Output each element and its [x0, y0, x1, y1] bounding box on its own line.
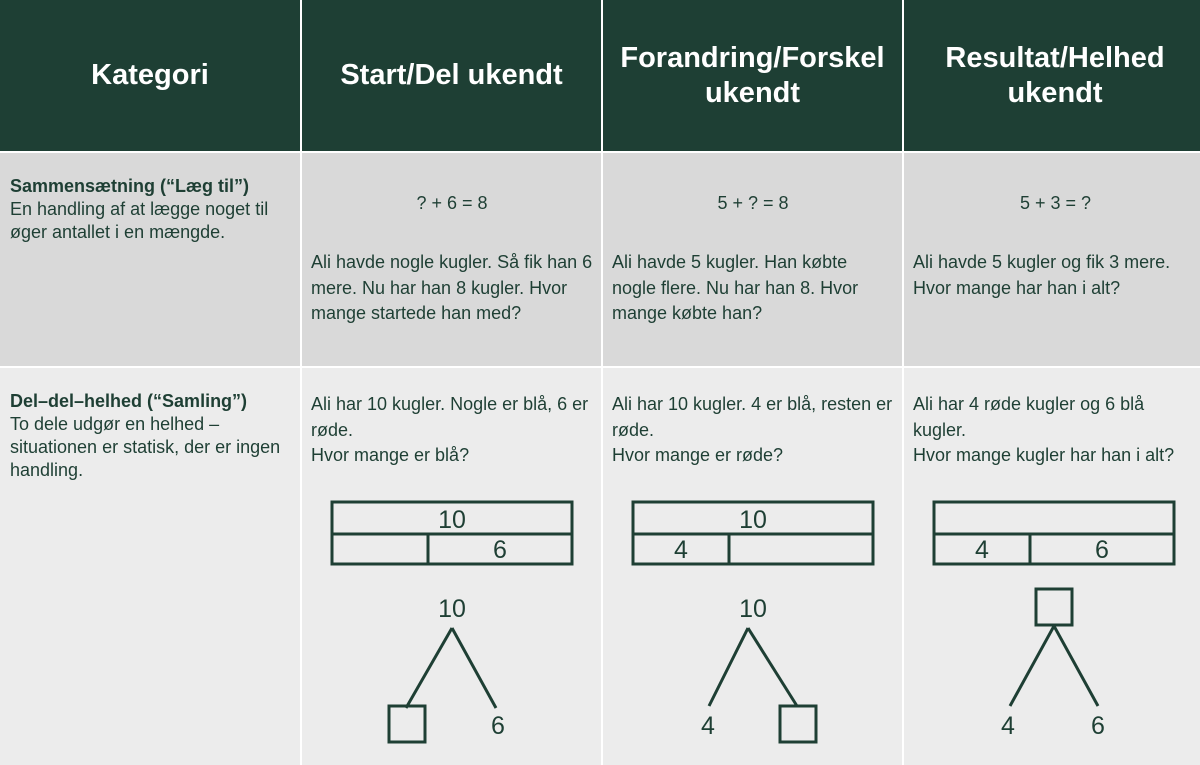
story-text: Ali havde nogle kugler. Så fik han 6 mer…: [311, 252, 593, 323]
diagram: 4 6 4 6: [932, 500, 1176, 740]
equation: ? + 6 = 8: [416, 193, 488, 213]
header-result-unknown: Resultat/Helhed ukendt: [904, 0, 1200, 151]
cell-ppw-whole-unknown: Ali har 4 røde kugler og 6 blå kugler. H…: [904, 368, 1200, 765]
bar-model-whole-label: 10: [438, 506, 466, 534]
category-title: Del–del–helhed (“Samling”): [10, 391, 248, 411]
diagram: 10 4 10 4: [631, 500, 875, 744]
cell-ppw-part-unknown: Ali har 10 kugler. Nogle er blå, 6 er rø…: [302, 368, 601, 765]
bar-model-part-b-label: 6: [493, 536, 507, 564]
number-bond-right-line: [450, 627, 498, 709]
diagram: 10 6 10 6: [330, 500, 574, 744]
bar-model-part-a-label: 4: [975, 536, 989, 564]
number-bond-unknown-box: [387, 704, 427, 744]
header-start-unknown: Start/Del ukendt: [302, 0, 601, 151]
story-text: Ali havde 5 kugler og fik 3 mere. Hvor m…: [913, 252, 1171, 298]
number-bond-whole-label: 10: [438, 595, 466, 623]
number-bond-unknown-box: [778, 704, 818, 744]
equation: 5 + 3 = ?: [1019, 193, 1092, 213]
header-change-unknown: Forandring/Forskel ukendt: [603, 0, 902, 151]
question-text: Hvor mange er blå?: [311, 445, 470, 465]
number-bond-right-label: 6: [1091, 712, 1105, 740]
header-kategori: Kategori: [0, 0, 300, 151]
number-bond-left-label: 4: [1001, 712, 1015, 740]
story-text: Ali har 4 røde kugler og 6 blå kugler.: [913, 394, 1145, 440]
number-bond-left-line: [707, 627, 750, 707]
bar-model-part-b-box: [727, 532, 875, 566]
equation: 5 + ? = 8: [717, 193, 789, 213]
bar-model-part-a-box: [330, 532, 430, 566]
cell-join-change-unknown: 5 + ? = 8 Ali havde 5 kugler. Han købte …: [603, 153, 902, 366]
category-title: Sammensætning (“Læg til”): [10, 176, 250, 196]
story-text: Ali havde 5 kugler. Han købte nogle fler…: [612, 252, 859, 323]
number-bond-left-line: [404, 627, 454, 709]
number-bond-left-label: 4: [701, 712, 715, 740]
category-cell-part-part-whole: Del–del–helhed (“Samling”) To dele udgør…: [0, 368, 300, 765]
category-description: En handling af at lægge noget til øger a…: [10, 199, 269, 242]
category-description: To dele udgør en helhed – situationen er…: [10, 414, 281, 480]
bar-model-whole-label: 10: [739, 506, 767, 534]
number-bond-whole-label: 10: [739, 595, 767, 623]
bar-model-part-a-label: 4: [674, 536, 688, 564]
number-bond-left-line: [1008, 625, 1056, 707]
question-text: Hvor mange er røde?: [612, 445, 784, 465]
number-bond-right-line: [1052, 625, 1100, 707]
cell-join-result-unknown: 5 + 3 = ? Ali havde 5 kugler og fik 3 me…: [904, 153, 1200, 366]
cell-ppw-other-part-unknown: Ali har 10 kugler. 4 er blå, resten er r…: [603, 368, 902, 765]
number-bond-right-label: 6: [491, 712, 505, 740]
number-bond-right-line: [746, 627, 799, 707]
question-text: Hvor mange kugler har han i alt?: [913, 445, 1175, 465]
number-bond-unknown-box: [1034, 587, 1074, 627]
story-text: Ali har 10 kugler. Nogle er blå, 6 er rø…: [311, 394, 589, 440]
bar-model-part-b-box: [426, 532, 574, 566]
bar-model-whole-box: [932, 500, 1176, 536]
story-text: Ali har 10 kugler. 4 er blå, resten er r…: [612, 394, 893, 440]
category-cell-join: Sammensætning (“Læg til”) En handling af…: [0, 153, 300, 366]
bar-model-part-b-box: [1028, 532, 1176, 566]
bar-model-part-b-label: 6: [1095, 536, 1109, 564]
cell-join-start-unknown: ? + 6 = 8 Ali havde nogle kugler. Så fik…: [302, 153, 601, 366]
